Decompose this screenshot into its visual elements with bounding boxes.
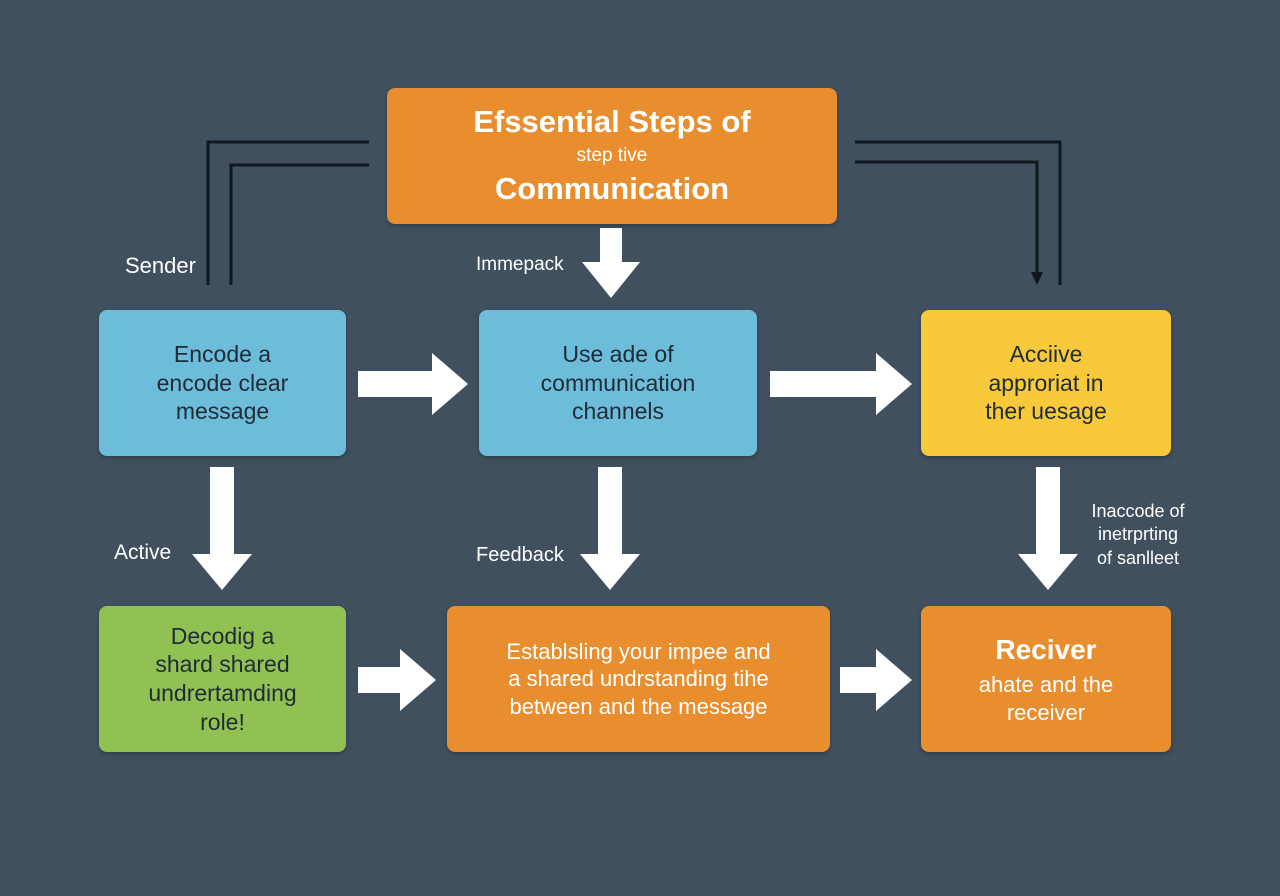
decoding-line-3: undrertamding (148, 680, 297, 706)
title-box: Efssential Steps of step tive Communicat… (387, 88, 837, 224)
side-note-line-1: Inaccode of (1091, 501, 1185, 521)
channels-box: Use ade of communication channels (479, 310, 757, 456)
encode-box: Encode a encode clear message (99, 310, 346, 456)
decoding-box: Decodig a shard shared undrertamding rol… (99, 606, 346, 752)
establishing-line-2: a shared undrstanding tihe (508, 666, 769, 692)
encode-line-3: message (175, 398, 270, 425)
accive-box: Acciive approriat in ther uesage (921, 310, 1171, 456)
accive-line-1: Acciive (1009, 340, 1083, 367)
side-note-line-3: of sanlleet (1096, 547, 1180, 568)
title-line-3: Communication (494, 170, 730, 206)
arrow-down-channels-to-establishing (580, 467, 640, 590)
title-line-1: Efssential Steps of (473, 104, 751, 140)
left-connector-lines (206, 140, 369, 285)
arrow-right-channels-to-accive (770, 353, 912, 415)
right-connector-arrowhead (1031, 272, 1043, 285)
title-line-2: step tive (576, 145, 648, 167)
left-connector-inner (229, 163, 369, 285)
arrow-down-encode-to-decoding (192, 467, 252, 590)
establishing-line-3: between and the message (509, 693, 768, 719)
left-connector-outer (206, 140, 369, 285)
right-connector-inner (855, 160, 1039, 275)
encode-line-2: encode clear (156, 369, 289, 396)
decoding-line-1: Decodig a (170, 622, 275, 649)
arrow-down-accive-to-receiver (1018, 467, 1078, 590)
receiver-line-2: ahate and the (978, 672, 1114, 697)
immepack-label: Immepack (476, 254, 564, 275)
side-note-line-2: inetrprting (1097, 524, 1179, 545)
arrow-down-title-to-channels (582, 228, 640, 298)
feedback-label: Feedback (476, 544, 564, 566)
right-connector-lines (855, 140, 1062, 285)
sender-label: Sender (125, 253, 196, 278)
establishing-box: Establsling your impee and a shared undr… (447, 606, 830, 752)
establishing-line-1: Establsling your impee and (506, 638, 771, 664)
encode-line-1: Encode a (173, 340, 272, 367)
arrow-right-encode-to-channels (358, 353, 468, 415)
accive-line-3: ther uesage (985, 398, 1107, 425)
right-connector-outer (855, 140, 1062, 285)
channels-line-1: Use ade of (562, 340, 674, 367)
accive-line-2: approriat in (988, 369, 1104, 396)
arrow-right-establishing-to-receiver (840, 649, 912, 711)
decoding-line-4: role! (200, 708, 245, 735)
channels-line-3: channels (571, 398, 665, 425)
channels-line-2: communication (540, 369, 696, 396)
receiver-box: Reciver ahate and the receiver (921, 606, 1171, 752)
receiver-line-3: receiver (1006, 699, 1086, 725)
decoding-line-2: shard shared (155, 651, 290, 678)
receiver-title: Reciver (995, 634, 1097, 665)
side-note-label: Inaccode of inetrprting of sanlleet (1082, 500, 1194, 570)
active-label: Active (114, 541, 172, 564)
arrow-right-decoding-to-establishing (358, 649, 436, 711)
